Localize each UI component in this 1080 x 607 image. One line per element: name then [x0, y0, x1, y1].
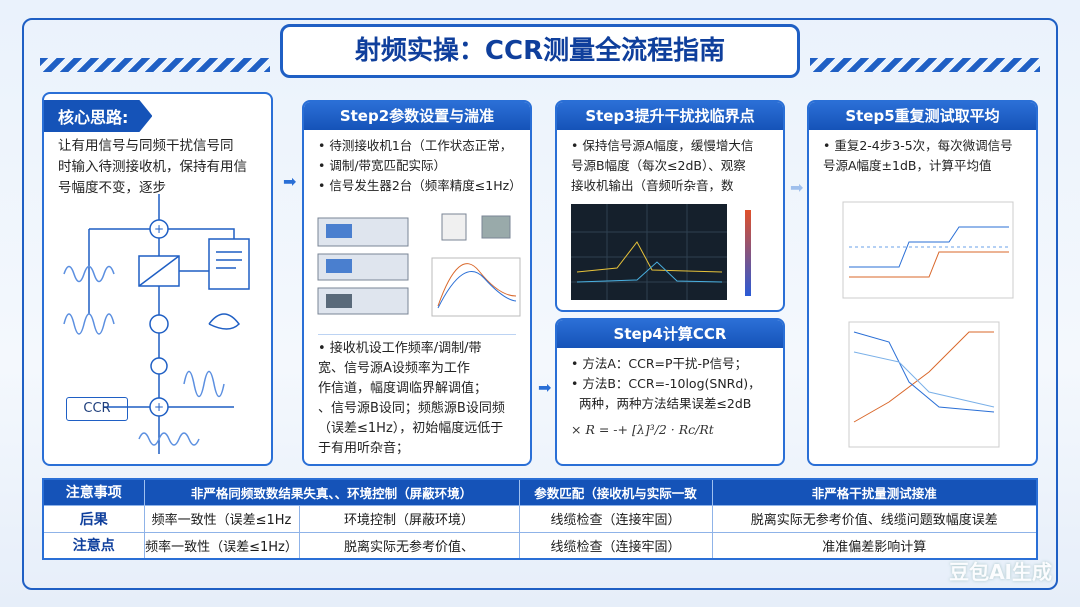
arrow-right-icon: ➡ [538, 378, 552, 397]
step2-line: 宽、信号源A设频率为工作 [318, 361, 470, 376]
step2-line: • 接收机设工作频率/调制/带 [318, 341, 482, 356]
ccr-formula: × R = -+ [λ]³/2 · Rc/Rt [571, 422, 714, 437]
spectrum-analyzer-screen [571, 204, 751, 300]
step3-line: 接收机输出（音频听杂音，数 [571, 178, 734, 193]
step5-line: 号源A幅度±1dB，计算平均值 [823, 158, 992, 173]
table-header: 非严格同频致数结果失真、、环境控制（屏蔽环境） [144, 479, 520, 505]
table-cell: 线缆检查（连接牢固） [518, 531, 713, 560]
arrow-right-icon: ➡ [283, 172, 297, 191]
step4-line: • 方法A：CCR=P干扰-P信号； [571, 356, 748, 371]
step2-line: 于有用听杂音； [318, 441, 410, 456]
core-label: 核心思路: [44, 100, 153, 132]
step4-line: 两种，两种方法结果误差≤2dB [571, 396, 752, 411]
step5-title: Step5重复测试取平均 [809, 102, 1036, 130]
table-cell: 准准偏差影响计算 [711, 531, 1038, 560]
step3-line: 号源B幅度（每次≤2dB）、观察 [571, 158, 746, 173]
table-cell: 环境控制（屏蔽环境） [298, 504, 520, 533]
table-header: 参数匹配（接收机与实际一致 [519, 479, 713, 505]
table-header: 注意事项 [43, 479, 145, 505]
core-idea-panel: 核心思路: 让有用信号与同频干扰信号同 时输入待测接收机，保持有用信 号幅度不变… [42, 92, 273, 466]
step2-line: （误差≤1Hz），初始幅度远低于 [318, 421, 504, 436]
step2-line: • 待测接收机1台（工作状态正常， [318, 138, 513, 153]
step5-panel: Step5重复测试取平均 • 重复2-4步3-5次，每次微调信号 号源A幅度±1… [807, 100, 1038, 466]
signal-flow-diagram: + + [63, 194, 250, 454]
arrow-right-icon: ➡ [790, 178, 804, 197]
table-cell: 脱离实际无参考价值、 [298, 531, 520, 560]
step2-line: • 调制/带宽匹配实际） [318, 158, 447, 173]
core-line: 号幅度不变，逐步 [58, 180, 166, 196]
page-title: 射频实操：CCR测量全流程指南 [280, 24, 800, 78]
svg-text:+: + [154, 400, 164, 414]
step3-title: Step3提升干扰找临界点 [557, 102, 783, 130]
step4-panel: Step4计算CCR • 方法A：CCR=P干扰-P信号； • 方法B：CCR=… [555, 318, 785, 466]
outer-frame [22, 18, 1058, 590]
table-cell: 线缆检查（连接牢固） [518, 504, 713, 533]
ccr-box: CCR [66, 397, 128, 421]
step2-line: 、信号源B设同；频態源B设同频 [318, 401, 505, 416]
step3-line: • 保持信号源A幅度，缓慢增大信 [571, 138, 754, 153]
watermark: 豆包AI生成 [949, 560, 1052, 584]
table-cell: 脱离实际无参考价值、线缆问题致幅度误差 [711, 504, 1038, 533]
step2-panel: Step2参数设置与湍准 • 待测接收机1台（工作状态正常， • 调制/带宽匹配… [302, 100, 532, 466]
row-header: 后果 [42, 504, 145, 533]
table-cell: 频率一致性（误差≤1Hz） [143, 531, 300, 560]
core-line: 让有用信号与同频干扰信号同 [58, 138, 234, 154]
precautions-table: 注意事项 非严格同频致数结果失真、、环境控制（屏蔽环境） 参数匹配（接收机与实际… [42, 478, 1038, 560]
step2-title: Step2参数设置与湍准 [304, 102, 530, 130]
decor-stripe [40, 58, 270, 72]
step5-line: • 重复2-4步3-5次，每次微调信号 [823, 138, 1013, 153]
step4-title: Step4计算CCR [557, 320, 783, 348]
table-header: 非严格干扰量测试接准 [712, 479, 1038, 505]
core-line: 时输入待测接收机，保持有用信 [58, 159, 247, 175]
table-cell: 频率一致性（误差≤1Hz [143, 504, 300, 533]
step2-line: • 信号发生器2台（频率精度≤1Hz） [318, 178, 522, 193]
step2-line: 作信道，幅度调临界解调值； [318, 381, 488, 396]
table-row: 后果 频率一致性（误差≤1Hz 环境控制（屏蔽环境） 线缆检查（连接牢固） 脱离… [42, 504, 1038, 533]
equipment-illustration [317, 213, 521, 317]
row-header: 注意点 [42, 531, 145, 560]
step3-panel: Step3提升干扰找临界点 • 保持信号源A幅度，缓慢增大信 号源B幅度（每次≤… [555, 100, 785, 312]
repeat-test-plots [842, 201, 1014, 448]
svg-text:+: + [154, 222, 164, 236]
step4-line: • 方法B：CCR=-10log(SNRd)， [571, 376, 761, 391]
decor-stripe [810, 58, 1040, 72]
table-row: 注意点 频率一致性（误差≤1Hz） 脱离实际无参考价值、 线缆检查（连接牢固） … [42, 531, 1038, 560]
